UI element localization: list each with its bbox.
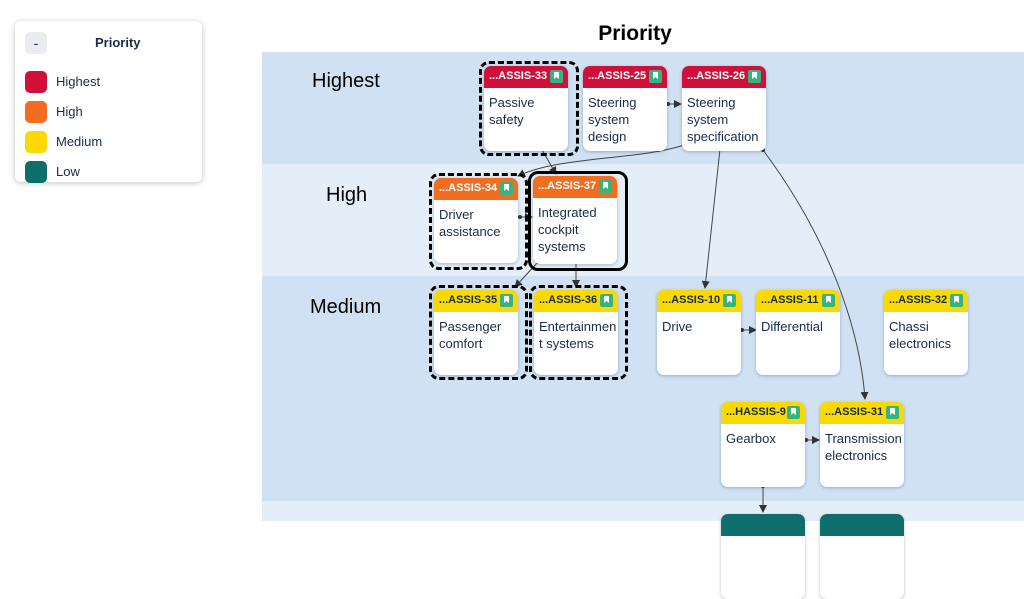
legend-label-highest: Highest [56, 74, 101, 89]
story-bookmark-icon [550, 70, 563, 83]
card-id: ...ASSIS-11 [761, 294, 819, 306]
card-summary: Differential [761, 319, 823, 334]
card-low-partial-2[interactable] [820, 514, 904, 599]
legend-label-medium: Medium [56, 134, 103, 149]
selection-frame-assis-36 [529, 285, 628, 380]
card-assis-10[interactable]: ...ASSIS-10 Drive [657, 290, 741, 375]
story-bookmark-icon [649, 70, 662, 83]
card-header [721, 514, 805, 536]
card-summary: Passive safety [489, 95, 535, 127]
card-header: ...ASSIS-26 [682, 66, 766, 88]
card-assis-37[interactable]: ...ASSIS-37 Integrated cockpit systems [533, 176, 617, 264]
legend-swatch-high [25, 101, 47, 123]
card-assis-35[interactable]: ...ASSIS-35 Passenger comfort [434, 290, 518, 375]
legend-swatch-low [25, 161, 47, 183]
card-summary: Steering system design [588, 95, 637, 144]
card-header: ...ASSIS-37 [533, 176, 617, 198]
story-bookmark-icon [600, 294, 613, 307]
card-assis-11[interactable]: ...ASSIS-11 Differential [756, 290, 840, 375]
diagram-title: Priority [598, 22, 672, 45]
card-summary: Entertainmen t systems [539, 319, 617, 351]
card-header: ...ASSIS-11 [756, 290, 840, 312]
card-low-partial-1[interactable] [721, 514, 805, 599]
card-header: ...ASSIS-33 [484, 66, 568, 88]
selection-frame-assis-35 [429, 285, 528, 380]
card-id: ...ASSIS-32 [889, 294, 948, 306]
card-assis-36[interactable]: ...ASSIS-36 Entertainmen t systems [534, 290, 618, 375]
card-header: ...ASSIS-31 [820, 402, 904, 424]
card-assis-31[interactable]: ...ASSIS-31 Transmission electronics [820, 402, 904, 487]
legend-label-high: High [56, 104, 83, 119]
edge-33-to-37 [540, 147, 557, 175]
card-id: ...ASSIS-34 [439, 182, 498, 194]
edge-26-to-31 [762, 149, 869, 400]
card-id: ...ASSIS-31 [825, 406, 884, 418]
edge-26-to-34 [517, 144, 685, 177]
card-assis-26[interactable]: ...ASSIS-26 Steering system specificatio… [682, 66, 766, 151]
band-label-medium: Medium [310, 296, 382, 318]
card-header: ...ASSIS-35 [434, 290, 518, 312]
card-header: ...ASSIS-36 [534, 290, 618, 312]
card-header: ...ASSIS-10 [657, 290, 741, 312]
card-header: ...ASSIS-32 [884, 290, 968, 312]
selection-frame-assis-33 [479, 61, 579, 156]
card-id: ...ASSIS-36 [539, 294, 598, 306]
selection-frame-assis-34 [429, 173, 528, 270]
legend-label-low: Low [56, 164, 80, 179]
card-id: ...ASSIS-25 [588, 70, 647, 82]
card-summary: Transmission electronics [825, 431, 902, 463]
card-summary: Driver assistance [439, 207, 501, 239]
card-header: ...ASSIS-25 [583, 66, 667, 88]
story-bookmark-icon [500, 182, 513, 195]
card-assis-33[interactable]: ...ASSIS-33 Passive safety [484, 66, 568, 151]
card-summary: Passenger comfort [439, 319, 502, 351]
band-high [262, 164, 1024, 276]
story-bookmark-icon [723, 294, 736, 307]
card-summary: Drive [662, 319, 693, 334]
selected-frame-assis-37 [528, 171, 628, 271]
priority-legend: - Priority Highest High Medium Low [15, 21, 202, 183]
edge-26-to-10 [701, 148, 721, 289]
story-bookmark-icon [500, 294, 513, 307]
card-summary: Integrated cockpit systems [538, 205, 597, 254]
card-assis-25[interactable]: ...ASSIS-25 Steering system design [583, 66, 667, 151]
card-summary: Steering system specification [687, 95, 759, 144]
card-assis-34[interactable]: ...ASSIS-34 Driver assistance [434, 178, 518, 263]
card-id: ...ASSIS-37 [538, 180, 597, 192]
card-header: ...HASSIS-9 [721, 402, 805, 424]
card-assis-32[interactable]: ...ASSIS-32 Chassi electronics [884, 290, 968, 375]
legend-swatch-medium [25, 131, 47, 153]
card-summary: Chassi electronics [889, 319, 952, 351]
card-summary: Gearbox [726, 431, 776, 446]
card-id: ...ASSIS-10 [662, 294, 721, 306]
story-bookmark-icon [886, 406, 899, 419]
card-id: ...ASSIS-26 [687, 70, 746, 82]
card-hassis-9[interactable]: ...HASSIS-9 Gearbox [721, 402, 805, 487]
card-id: ...HASSIS-9 [726, 406, 786, 418]
legend-swatch-highest [25, 71, 47, 93]
band-label-highest: Highest [312, 70, 380, 92]
story-bookmark-icon [950, 294, 963, 307]
card-id: ...ASSIS-35 [439, 294, 498, 306]
story-bookmark-icon [787, 406, 800, 419]
legend-collapse-button[interactable]: - [25, 32, 47, 54]
band-label-high: High [326, 184, 368, 206]
card-id: ...ASSIS-33 [489, 70, 548, 82]
story-bookmark-icon [599, 180, 612, 193]
card-header: ...ASSIS-34 [434, 178, 518, 200]
legend-title: Priority [95, 35, 141, 50]
story-bookmark-icon [748, 70, 761, 83]
card-header [820, 514, 904, 536]
story-bookmark-icon [822, 294, 835, 307]
